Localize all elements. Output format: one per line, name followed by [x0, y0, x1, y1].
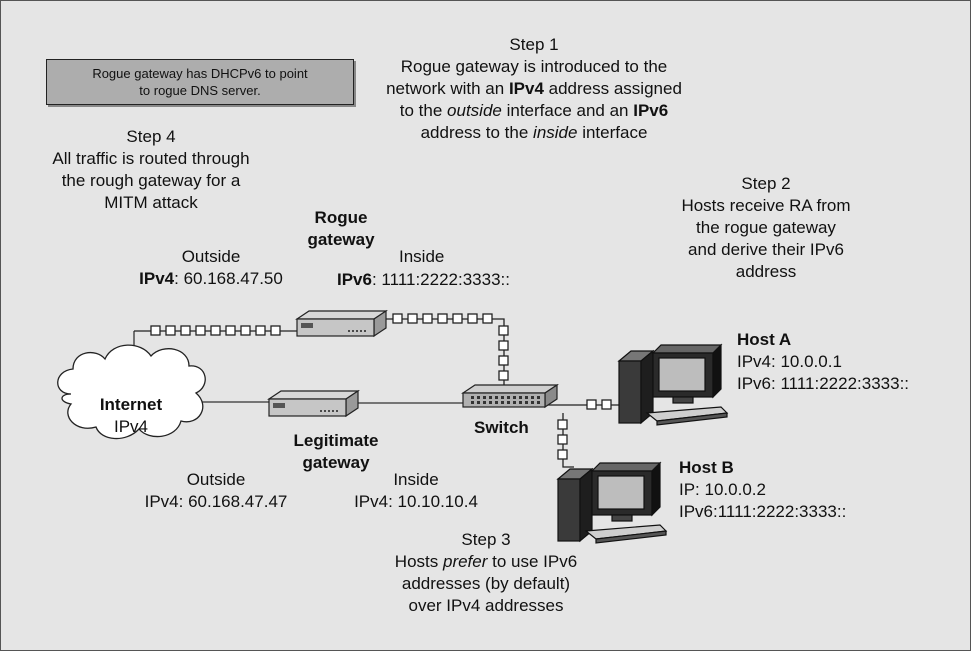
step-2-line-3: and derive their IPv6: [688, 240, 844, 259]
rogue-inside-chain: [392, 313, 509, 381]
step-1-line-2: network with an IPv4 address assigned: [386, 79, 682, 98]
step-2-line-4: address: [735, 262, 797, 281]
internet-cloud: [57, 344, 206, 440]
host-a-computer: [617, 343, 729, 426]
dhcpv6-callout: Rogue gateway has DHCPv6 to point to rog…: [46, 59, 354, 105]
step-4-line-2: the rough gateway for a: [61, 171, 241, 190]
step-3-line-1: Hosts prefer to use IPv6: [394, 552, 578, 571]
step-3-text: Step 3 Hosts prefer to use IPv6 addresse…: [361, 529, 611, 617]
step-4-line-1: All traffic is routed through: [52, 149, 250, 168]
internet-label: Internet IPv4: [99, 395, 163, 436]
rogue-gateway-label: Rogue gateway: [307, 208, 375, 249]
step-4-line-3: MITM attack: [104, 193, 198, 212]
host-a-label: Host A IPv4: 10.0.0.1 IPv6: 1111:2222:33…: [737, 330, 910, 393]
host-b-label: Host B IP: 10.0.0.2 IPv6:1111:2222:3333:…: [679, 458, 847, 521]
switch-device: [461, 383, 559, 409]
legit-inside-label: Inside IPv4: 10.10.10.4: [354, 470, 478, 511]
rogue-links: [134, 313, 619, 468]
step-3-line-3: over IPv4 addresses: [408, 596, 564, 615]
step-2-title: Step 2: [741, 174, 791, 193]
step-1-title: Step 1: [509, 35, 559, 54]
step-1-text: Step 1 Rogue gateway is introduced to th…: [359, 34, 709, 144]
step-4-text: Step 4 All traffic is routed through the…: [11, 126, 291, 214]
step-2-text: Step 2 Hosts receive RA from the rogue g…: [641, 173, 891, 283]
legit-gateway-device: [267, 389, 360, 418]
rogue-outside-chain: [150, 325, 281, 336]
step-1-line-4: address to the inside interface: [420, 123, 648, 142]
switch-to-hostA-chain: [586, 399, 612, 410]
switch-label: Switch: [474, 418, 529, 437]
rogue-inside-line: [385, 318, 505, 393]
legit-gateway-label: Legitimate gateway: [293, 431, 379, 472]
rogue-gateway-device: [295, 309, 388, 338]
step-1-line-3: to the outside interface and an IPv6: [399, 101, 669, 120]
switch-to-hostB-chain: [557, 419, 568, 460]
rogue-inside-label-title: Inside: [399, 247, 445, 266]
step-2-line-2: the rogue gateway: [696, 218, 836, 237]
step-4-title: Step 4: [126, 127, 176, 146]
callout-line-1: Rogue gateway has DHCPv6 to point: [92, 66, 308, 81]
step-2-line-1: Hosts receive RA from: [681, 196, 851, 215]
callout-line-2: to rogue DNS server.: [139, 83, 261, 98]
switch-to-hostB-line: [562, 413, 574, 468]
rogue-outside-label: Outside IPv4: 60.168.47.50: [139, 247, 283, 288]
legit-outside-label: Outside IPv4: 60.168.47.47: [144, 470, 288, 511]
step-1-line-1: Rogue gateway is introduced to the: [400, 57, 668, 76]
step-3-line-2: addresses (by default): [401, 574, 571, 593]
step-3-title: Step 3: [461, 530, 511, 549]
host-b-computer: [556, 461, 668, 544]
rogue-inside-address: IPv6: 1111:2222:3333::: [337, 270, 510, 289]
